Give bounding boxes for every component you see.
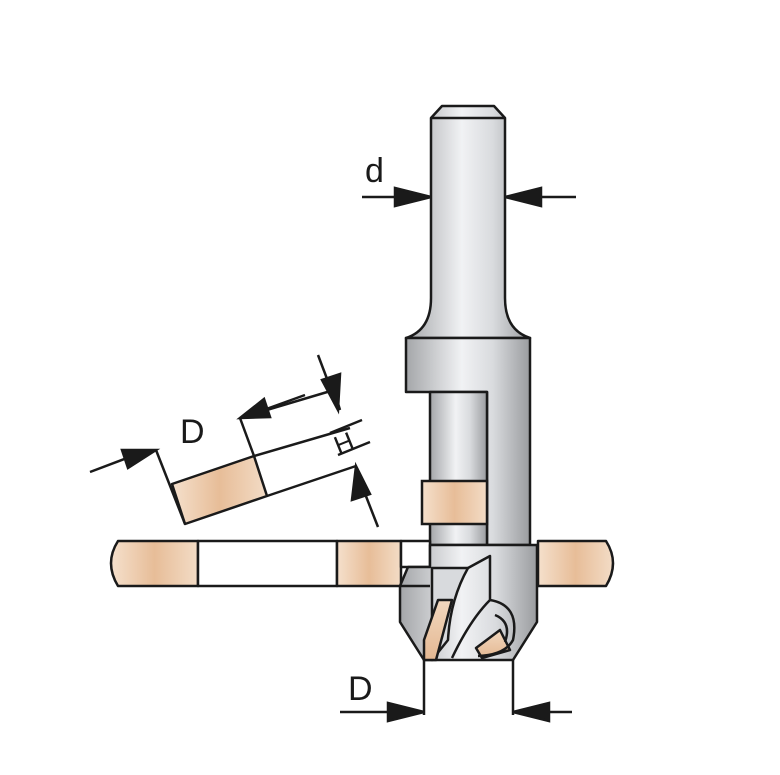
dimension-arrows (89, 186, 576, 723)
label-angled-diameter: D (180, 413, 205, 451)
router-bit-shank (404, 104, 532, 340)
label-height: H (329, 426, 358, 461)
label-shank-diameter: d (365, 152, 384, 190)
angled-plug (154, 388, 357, 526)
wood-plug-on-bit (420, 479, 489, 526)
label-cutter-diameter: D (348, 670, 373, 708)
router-bit-cutter (398, 543, 539, 662)
